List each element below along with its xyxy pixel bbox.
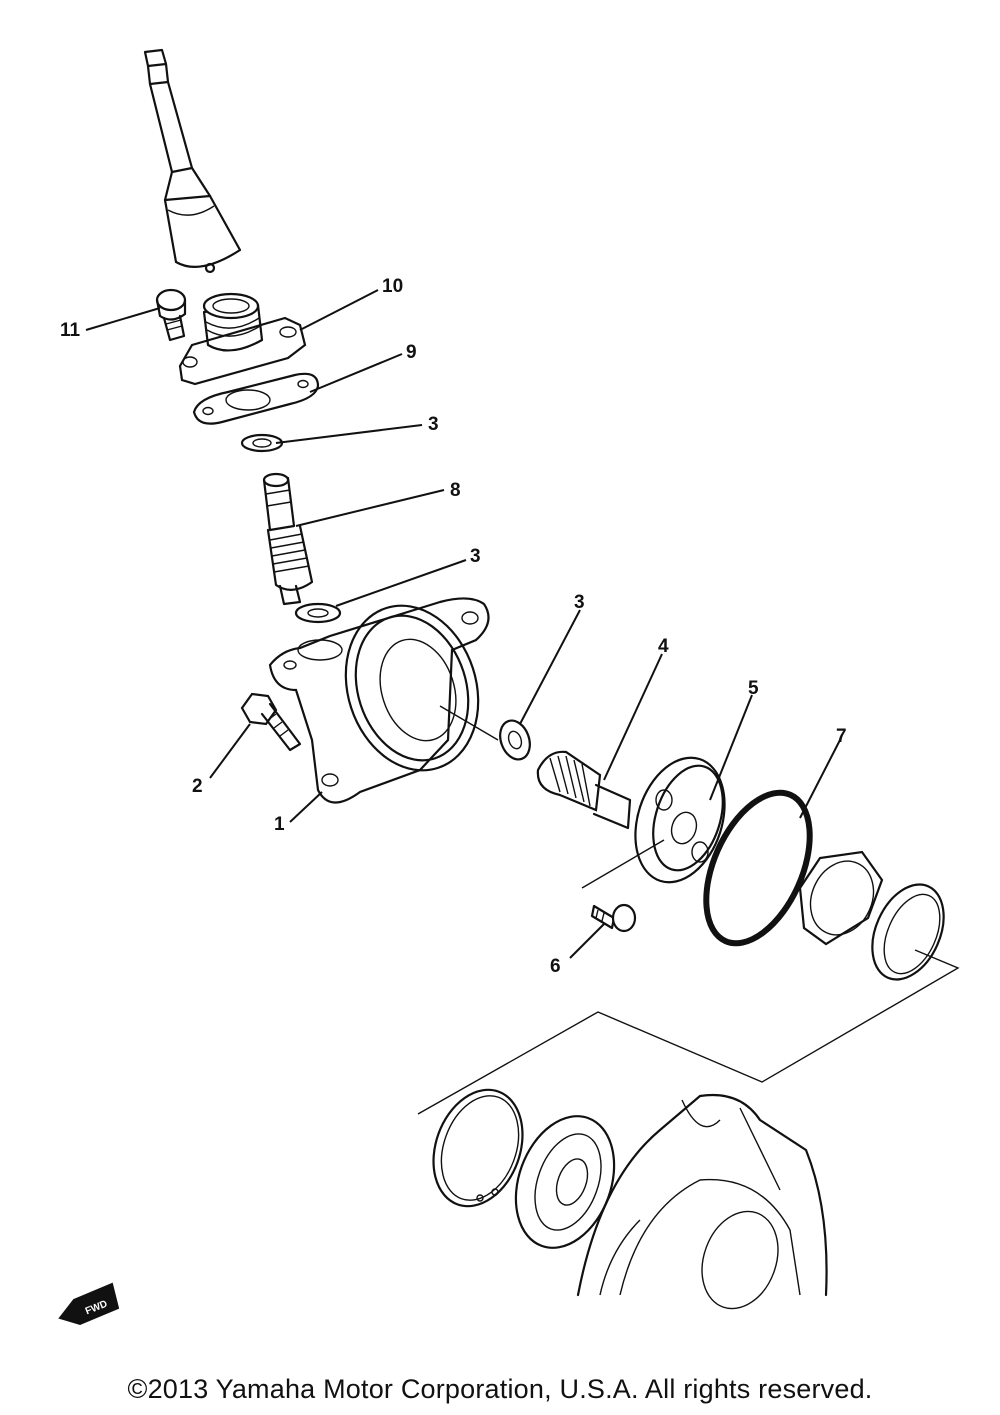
drive-shaft-8 [262,472,314,606]
screw-6 [590,903,637,933]
callout-1: 1 [274,814,285,835]
washer-3-middle [294,602,342,624]
plate-5 [581,756,726,889]
callout-9: 9 [406,342,417,363]
callout-3-middle: 3 [470,546,481,567]
bearing [514,1115,616,1249]
wheel-hub [576,1094,828,1310]
circlip [432,1088,524,1208]
callout-5: 5 [748,678,759,699]
callout-4: 4 [658,636,669,657]
bolt-2 [240,692,302,752]
callout-10: 10 [382,276,403,297]
callout-11: 11 [60,320,81,341]
lock-nut [798,850,884,946]
callout-6: 6 [550,956,561,977]
housing-1 [268,597,499,804]
exploded-parts-diagram: FWD 11 10 9 3 8 3 3 4 5 7 2 1 6 [58,48,960,1326]
speedometer-cable [143,48,242,274]
callout-3-top: 3 [428,414,439,435]
assembly-lines [417,949,960,1115]
callout-3-side: 3 [574,592,585,613]
gasket-9 [192,372,320,425]
copyright-notice: ©2013 Yamaha Motor Corporation, U.S.A. A… [127,1374,873,1404]
leader-lines [85,289,841,959]
lock-washer [871,883,945,981]
washer-3-side [499,719,531,761]
forward-direction-marker: FWD [58,1282,120,1326]
callout-7: 7 [836,726,847,747]
callout-numbers: 11 10 9 3 8 3 3 4 5 7 2 1 6 [60,276,847,977]
bolt-11 [155,288,187,342]
drive-housing-10 [178,292,307,386]
callout-8: 8 [450,480,461,501]
o-ring-7 [703,789,813,947]
callout-2: 2 [192,776,203,797]
driven-gear-4 [536,750,632,830]
